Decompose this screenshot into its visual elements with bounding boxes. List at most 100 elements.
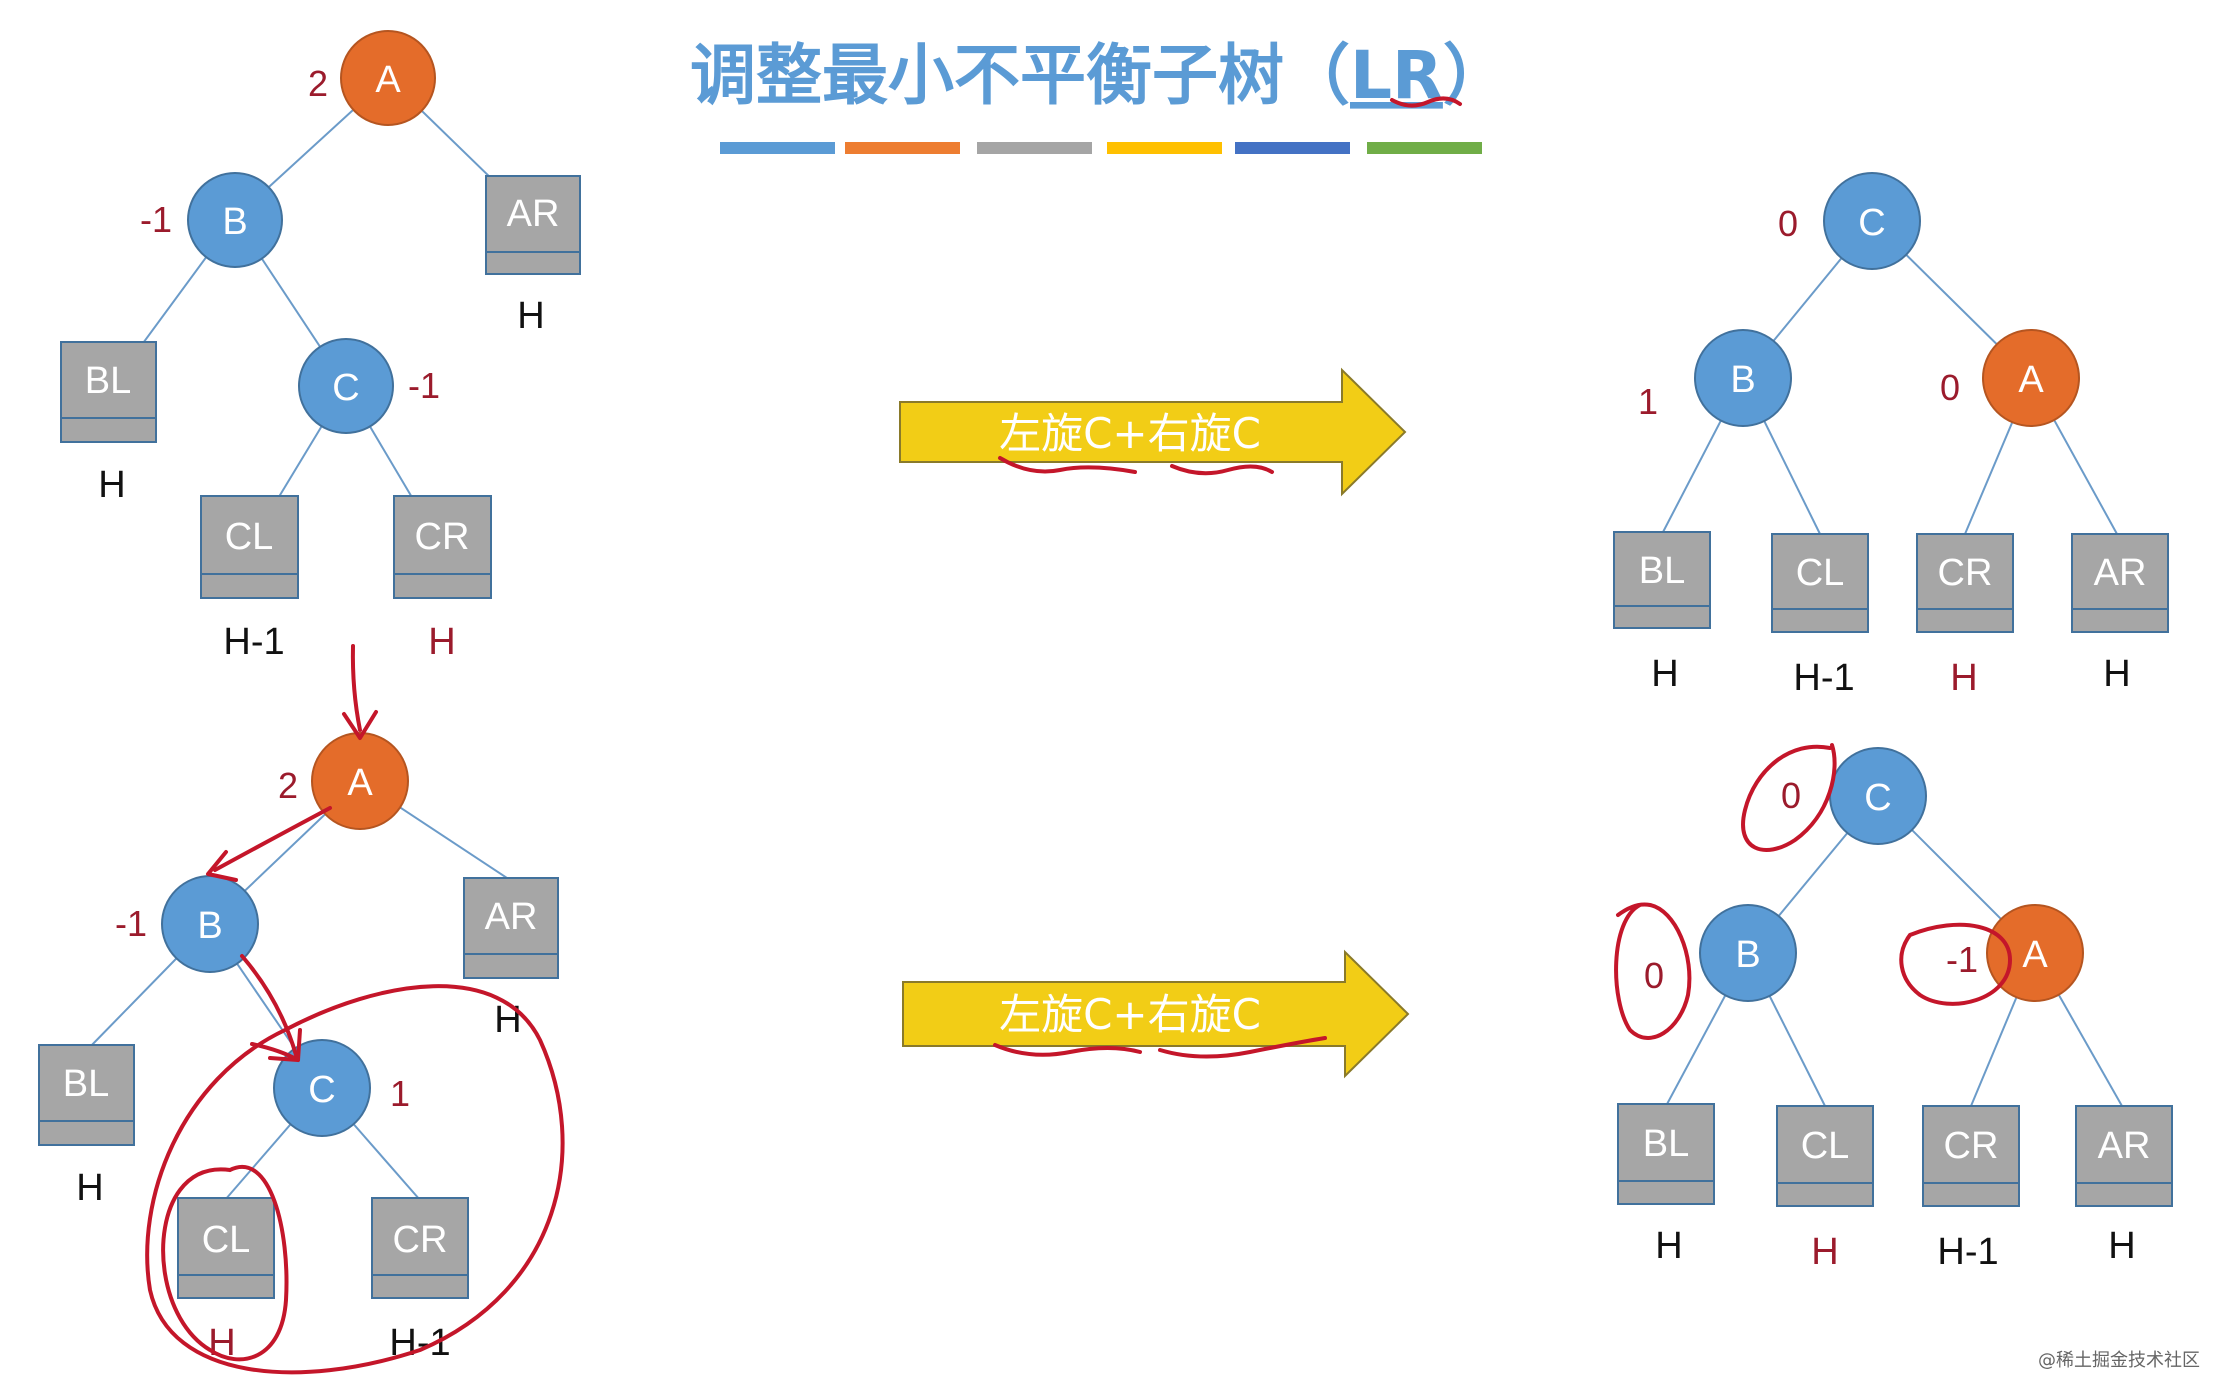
- svg-text:CR: CR: [393, 1219, 448, 1261]
- stripe-gray: [977, 142, 1092, 154]
- subtree-cl: CL H-1: [1771, 533, 1869, 699]
- subtree-ar: AR H: [2075, 1105, 2173, 1267]
- bf-c: -1: [408, 365, 440, 406]
- node-a: A 0: [1940, 329, 2080, 427]
- node-a: A 2: [308, 30, 436, 126]
- ink-arrow-down: [350, 644, 362, 732]
- svg-text:A: A: [375, 59, 401, 101]
- title-main: 调整最小不平衡子树（: [690, 37, 1350, 114]
- title-group: 调整最小不平衡子树（LR）: [690, 37, 1509, 154]
- node-a: A -1: [1946, 904, 2084, 1002]
- node-a: A 2: [278, 732, 409, 830]
- bf-c: 0: [1781, 775, 1801, 816]
- bf-c: 1: [390, 1073, 410, 1114]
- subtree-bl: BL H: [38, 1044, 135, 1209]
- svg-text:C: C: [1864, 777, 1891, 819]
- slide-title: 调整最小不平衡子树（LR）: [690, 37, 1509, 114]
- subtree-bl: BL H: [1613, 531, 1711, 695]
- height-cr: H-1: [1937, 1231, 1998, 1273]
- svg-text:CL: CL: [1801, 1125, 1850, 1167]
- subtree-cr: CR H-1: [371, 1197, 469, 1364]
- ink-circle-bf-a: [1899, 922, 2012, 1006]
- subtree-ar: AR H: [463, 877, 559, 1041]
- node-b: B 0: [1644, 904, 1797, 1002]
- ink-circle-cl: [161, 1165, 289, 1362]
- transform-arrow-top: 左旋C+右旋C: [899, 367, 1407, 497]
- svg-text:BL: BL: [1639, 550, 1685, 592]
- height-cl: H-1: [223, 621, 284, 663]
- svg-text:CL: CL: [225, 516, 274, 558]
- svg-text:B: B: [222, 201, 247, 243]
- svg-text:B: B: [1735, 934, 1760, 976]
- svg-text:AR: AR: [485, 896, 538, 938]
- height-cr: H: [1950, 657, 1977, 699]
- tree-before-bottom: A 2 B -1 C 1 AR H BL H CL H: [38, 644, 565, 1375]
- subtree-cr: CR H: [393, 495, 492, 663]
- ink-circle-bf-b: [1614, 902, 1692, 1040]
- svg-text:A: A: [2018, 359, 2044, 401]
- stripe-darkblue: [1235, 142, 1350, 154]
- ink-arrow-b-to-c: [240, 954, 298, 1057]
- stripe-yellow: [1107, 142, 1222, 154]
- arrow-bottom-underline-2: [1158, 1036, 1327, 1059]
- ink-arrow-a-to-b: [213, 806, 332, 872]
- subtree-cl: CL H-1: [200, 495, 299, 663]
- bf-a: -1: [1946, 939, 1978, 980]
- bf-a: 0: [1940, 367, 1960, 408]
- subtree-bl: BL H: [60, 341, 157, 506]
- svg-text:AR: AR: [2098, 1125, 2151, 1167]
- svg-text:CR: CR: [1944, 1125, 1999, 1167]
- bf-b: -1: [140, 199, 172, 240]
- svg-text:AR: AR: [2094, 552, 2147, 594]
- stripe-blue: [720, 142, 835, 154]
- subtree-cl: CL H: [1776, 1105, 1874, 1273]
- svg-text:BL: BL: [63, 1063, 109, 1105]
- node-c: C 0: [1778, 172, 1921, 270]
- height-cl: H: [1811, 1231, 1838, 1273]
- node-b: B -1: [140, 172, 283, 268]
- node-b: B -1: [115, 875, 259, 973]
- height-bl: H: [1651, 653, 1678, 695]
- svg-text:CL: CL: [202, 1219, 251, 1261]
- node-c: C 0: [1781, 747, 1927, 845]
- svg-text:B: B: [1730, 359, 1755, 401]
- watermark: @稀土掘金技术社区: [2038, 1350, 2200, 1371]
- subtree-bl: BL H: [1617, 1103, 1715, 1267]
- ink-annotations-left: [145, 644, 565, 1375]
- height-ar: H: [2103, 653, 2130, 695]
- title-underline-ink: [1390, 96, 1462, 108]
- svg-text:A: A: [347, 762, 373, 804]
- bf-c: 0: [1778, 203, 1798, 244]
- svg-text:BL: BL: [85, 360, 131, 402]
- svg-text:BL: BL: [1643, 1123, 1689, 1165]
- svg-text:CL: CL: [1796, 552, 1845, 594]
- svg-text:CR: CR: [415, 516, 470, 558]
- subtree-ar: AR H: [2071, 533, 2169, 695]
- node-c: C 1: [273, 1039, 410, 1137]
- arrow-top-label: 左旋C+右旋C: [999, 409, 1261, 458]
- title-close: ）: [1443, 37, 1509, 114]
- subtree-cr: CR H-1: [1922, 1105, 2020, 1273]
- svg-text:CR: CR: [1938, 552, 1993, 594]
- subtree-cl: CL H: [177, 1197, 275, 1364]
- subtree-cr: CR H: [1916, 533, 2014, 699]
- tree-before-top: A 2 B -1 C -1 AR H BL H CL: [60, 30, 581, 663]
- arrow-bottom-underline-1: [993, 1043, 1142, 1057]
- svg-text:C: C: [332, 367, 359, 409]
- height-bl: H: [76, 1167, 103, 1209]
- height-ar: H: [517, 295, 544, 337]
- svg-text:C: C: [308, 1069, 335, 1111]
- stripe-green: [1367, 142, 1482, 154]
- bf-b: 0: [1644, 955, 1664, 996]
- ink-annotations-right: [1614, 743, 2012, 1040]
- arrow-top-underline-1: [998, 456, 1137, 474]
- height-ar: H: [2108, 1225, 2135, 1267]
- tree-after-top: C 0 B 1 A 0 BL H CL H-1 CR: [1613, 172, 2169, 699]
- bf-b: 1: [1638, 381, 1658, 422]
- color-stripes: [720, 142, 1482, 154]
- arrow-top-underline-2: [1170, 464, 1274, 476]
- height-cr: H: [428, 621, 455, 663]
- stripe-orange: [845, 142, 960, 154]
